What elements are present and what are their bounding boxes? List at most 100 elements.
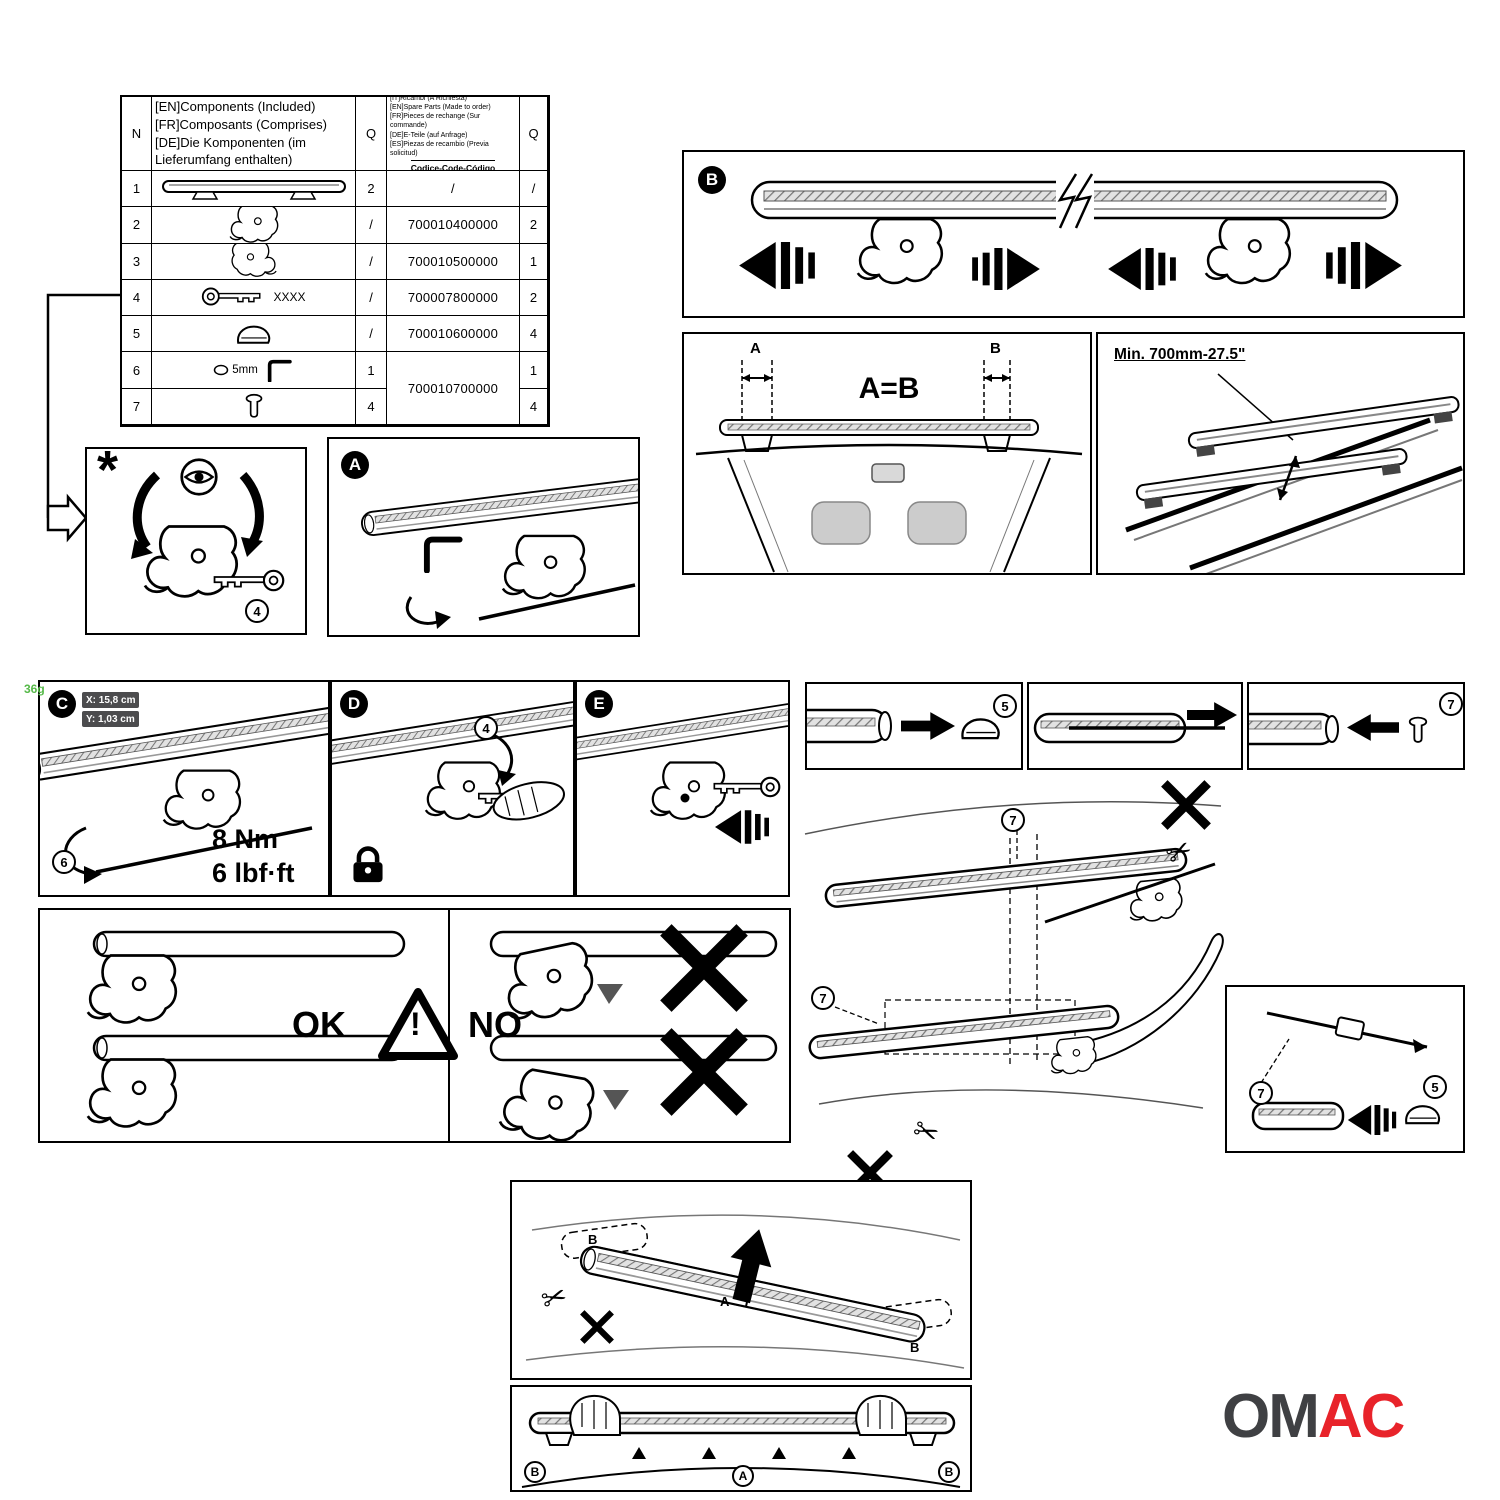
- warning-exclamation: !: [410, 1006, 421, 1042]
- panel-ok-no: OK ! NO: [38, 908, 791, 1143]
- qty-included: /: [356, 279, 387, 317]
- parts-table: N [IT]Componenti (Inclusi) [EN]Component…: [120, 95, 550, 427]
- cut-excess-drawing: [804, 772, 1224, 1212]
- part-icon-clamp: [152, 207, 356, 244]
- rod-illustration: [1033, 702, 1237, 744]
- min-span-illustration: [1125, 373, 1463, 573]
- spare-code: 700010600000: [387, 316, 520, 353]
- torque-nm: 8 Nm: [212, 824, 279, 854]
- qty-included: 2: [356, 171, 387, 208]
- install-rail-label-right: B: [910, 1340, 920, 1355]
- spare-code: /: [387, 171, 520, 208]
- item-7-ref: 7: [1001, 808, 1025, 832]
- spare-code: 700010400000: [387, 207, 520, 244]
- qty-spare: 4: [520, 388, 548, 425]
- row-number: 2: [122, 207, 152, 244]
- panel-step-d: D 4: [330, 680, 575, 897]
- omac-logo: OMAC: [1222, 1386, 1405, 1448]
- final-b-right: B: [938, 1461, 960, 1483]
- install-bar-label: A: [720, 1294, 730, 1309]
- part-icon-pin: [152, 388, 356, 425]
- qty-included: /: [356, 207, 387, 244]
- torque-lbf: 6 lbf·ft: [212, 858, 295, 888]
- qty-included: 1: [356, 352, 387, 389]
- item-4-ref: 4: [245, 599, 269, 623]
- final-a-center: A: [732, 1465, 754, 1487]
- allen-insert-illustration: [359, 475, 638, 629]
- install-roof-drawing: [525, 1214, 965, 1369]
- x-offset-box: X: 15,8 cm: [82, 692, 140, 708]
- step-e-badge: E: [585, 690, 613, 718]
- item-6-ref: 6: [52, 850, 76, 874]
- allen-size-label: 5mm: [232, 364, 258, 377]
- pin-illustration: [1249, 712, 1428, 746]
- spare-parts-langs: [IT]Ricambi (A Richiesta) [EN]Spare Part…: [390, 97, 491, 157]
- panel-step-c: C X: 15,8 cm Y: 1,03 cm 6 8 Nm 6 lbf·ft: [38, 680, 330, 897]
- qty-included: /: [356, 316, 387, 353]
- panel-step-a: A: [327, 437, 640, 637]
- part-icon-end-cap: [152, 316, 356, 353]
- logo-gray-part: OM: [1222, 1382, 1320, 1451]
- part-icon-lock-bracket: [152, 243, 356, 280]
- panel-fit-minspan: Min. 700mm-27.5": [1096, 332, 1465, 575]
- qty-included: 4: [356, 388, 387, 425]
- part-icon-allen-key: 5mm: [152, 352, 356, 389]
- panel-corner-detail: 7 5: [1225, 985, 1465, 1153]
- correct-wrong-illustration: [86, 910, 778, 1141]
- step-a-badge: A: [341, 451, 369, 479]
- row-number: 7: [122, 388, 152, 425]
- y-offset-box: Y: 1,03 cm: [82, 711, 139, 727]
- col-q-included-header: Q: [356, 97, 387, 171]
- key-lock-illustration: [131, 458, 285, 598]
- row-number: 6: [122, 352, 152, 389]
- spare-code: 700010700000: [387, 352, 520, 425]
- code-header: Codice-Code-Código: [410, 159, 496, 170]
- col-n-header: N: [122, 97, 152, 171]
- install-rail-label-left: B: [588, 1232, 598, 1247]
- qty-spare: 1: [520, 352, 548, 389]
- spare-parts-header: [IT]Ricambi (A Richiesta) [EN]Spare Part…: [387, 97, 520, 171]
- step-c-badge: C: [48, 690, 76, 718]
- panel-endcap-insert: 5: [805, 682, 1023, 770]
- panel-install-roof: ✂ B A B: [510, 1180, 972, 1380]
- panel-pin-insert: 7: [1247, 682, 1465, 770]
- spare-code: 700007800000: [387, 279, 520, 317]
- item-7-ref: 7: [811, 986, 835, 1010]
- logo-red-part: AC: [1317, 1382, 1406, 1451]
- key-code-label: XXXX: [273, 290, 306, 305]
- min-span-label: Min. 700mm-27.5": [1114, 346, 1246, 363]
- item-5-ref: 5: [993, 694, 1017, 718]
- dim-a-label: A: [750, 340, 761, 357]
- dim-b-label: B: [990, 340, 1001, 357]
- key-note-star: *: [97, 447, 119, 500]
- row-number: 1: [122, 171, 152, 208]
- equation-label: A=B: [858, 372, 920, 405]
- panel-fit-equal: A B A=B: [682, 332, 1092, 575]
- item-7-ref: 7: [1439, 692, 1463, 716]
- qty-spare: 1: [520, 243, 548, 280]
- endcap-illustration: [807, 708, 1000, 744]
- illustration-cut-excess: ✂ ✂ 7 7: [795, 772, 1225, 1212]
- panel-rod-insert: [1027, 682, 1243, 770]
- panel-final-push: B A B: [510, 1385, 972, 1492]
- included-components-header: [IT]Componenti (Inclusi) [EN]Components …: [152, 97, 356, 171]
- spare-code: 700010500000: [387, 243, 520, 280]
- table-connector-arrow: [46, 293, 120, 543]
- crossbar-slide-illustration: [739, 173, 1402, 290]
- watermark-text: 36g: [24, 682, 45, 696]
- equal-overhang-illustration: [695, 360, 1083, 573]
- panel-step-b: B: [682, 150, 1465, 318]
- panel-key-note: * 4: [85, 447, 307, 635]
- qty-spare: 4: [520, 316, 548, 353]
- lock-turn-illustration: [332, 695, 573, 895]
- part-icon-crossbar: [152, 171, 356, 208]
- item-4-ref: 4: [474, 716, 498, 740]
- qty-spare: 2: [520, 207, 548, 244]
- ok-label: OK: [292, 1004, 346, 1045]
- step-d-badge: D: [340, 690, 368, 718]
- col-q-spare-header: Q: [520, 97, 548, 171]
- key-remove-illustration: [577, 697, 788, 844]
- no-label: NO: [468, 1004, 522, 1045]
- qty-spare: /: [520, 171, 548, 208]
